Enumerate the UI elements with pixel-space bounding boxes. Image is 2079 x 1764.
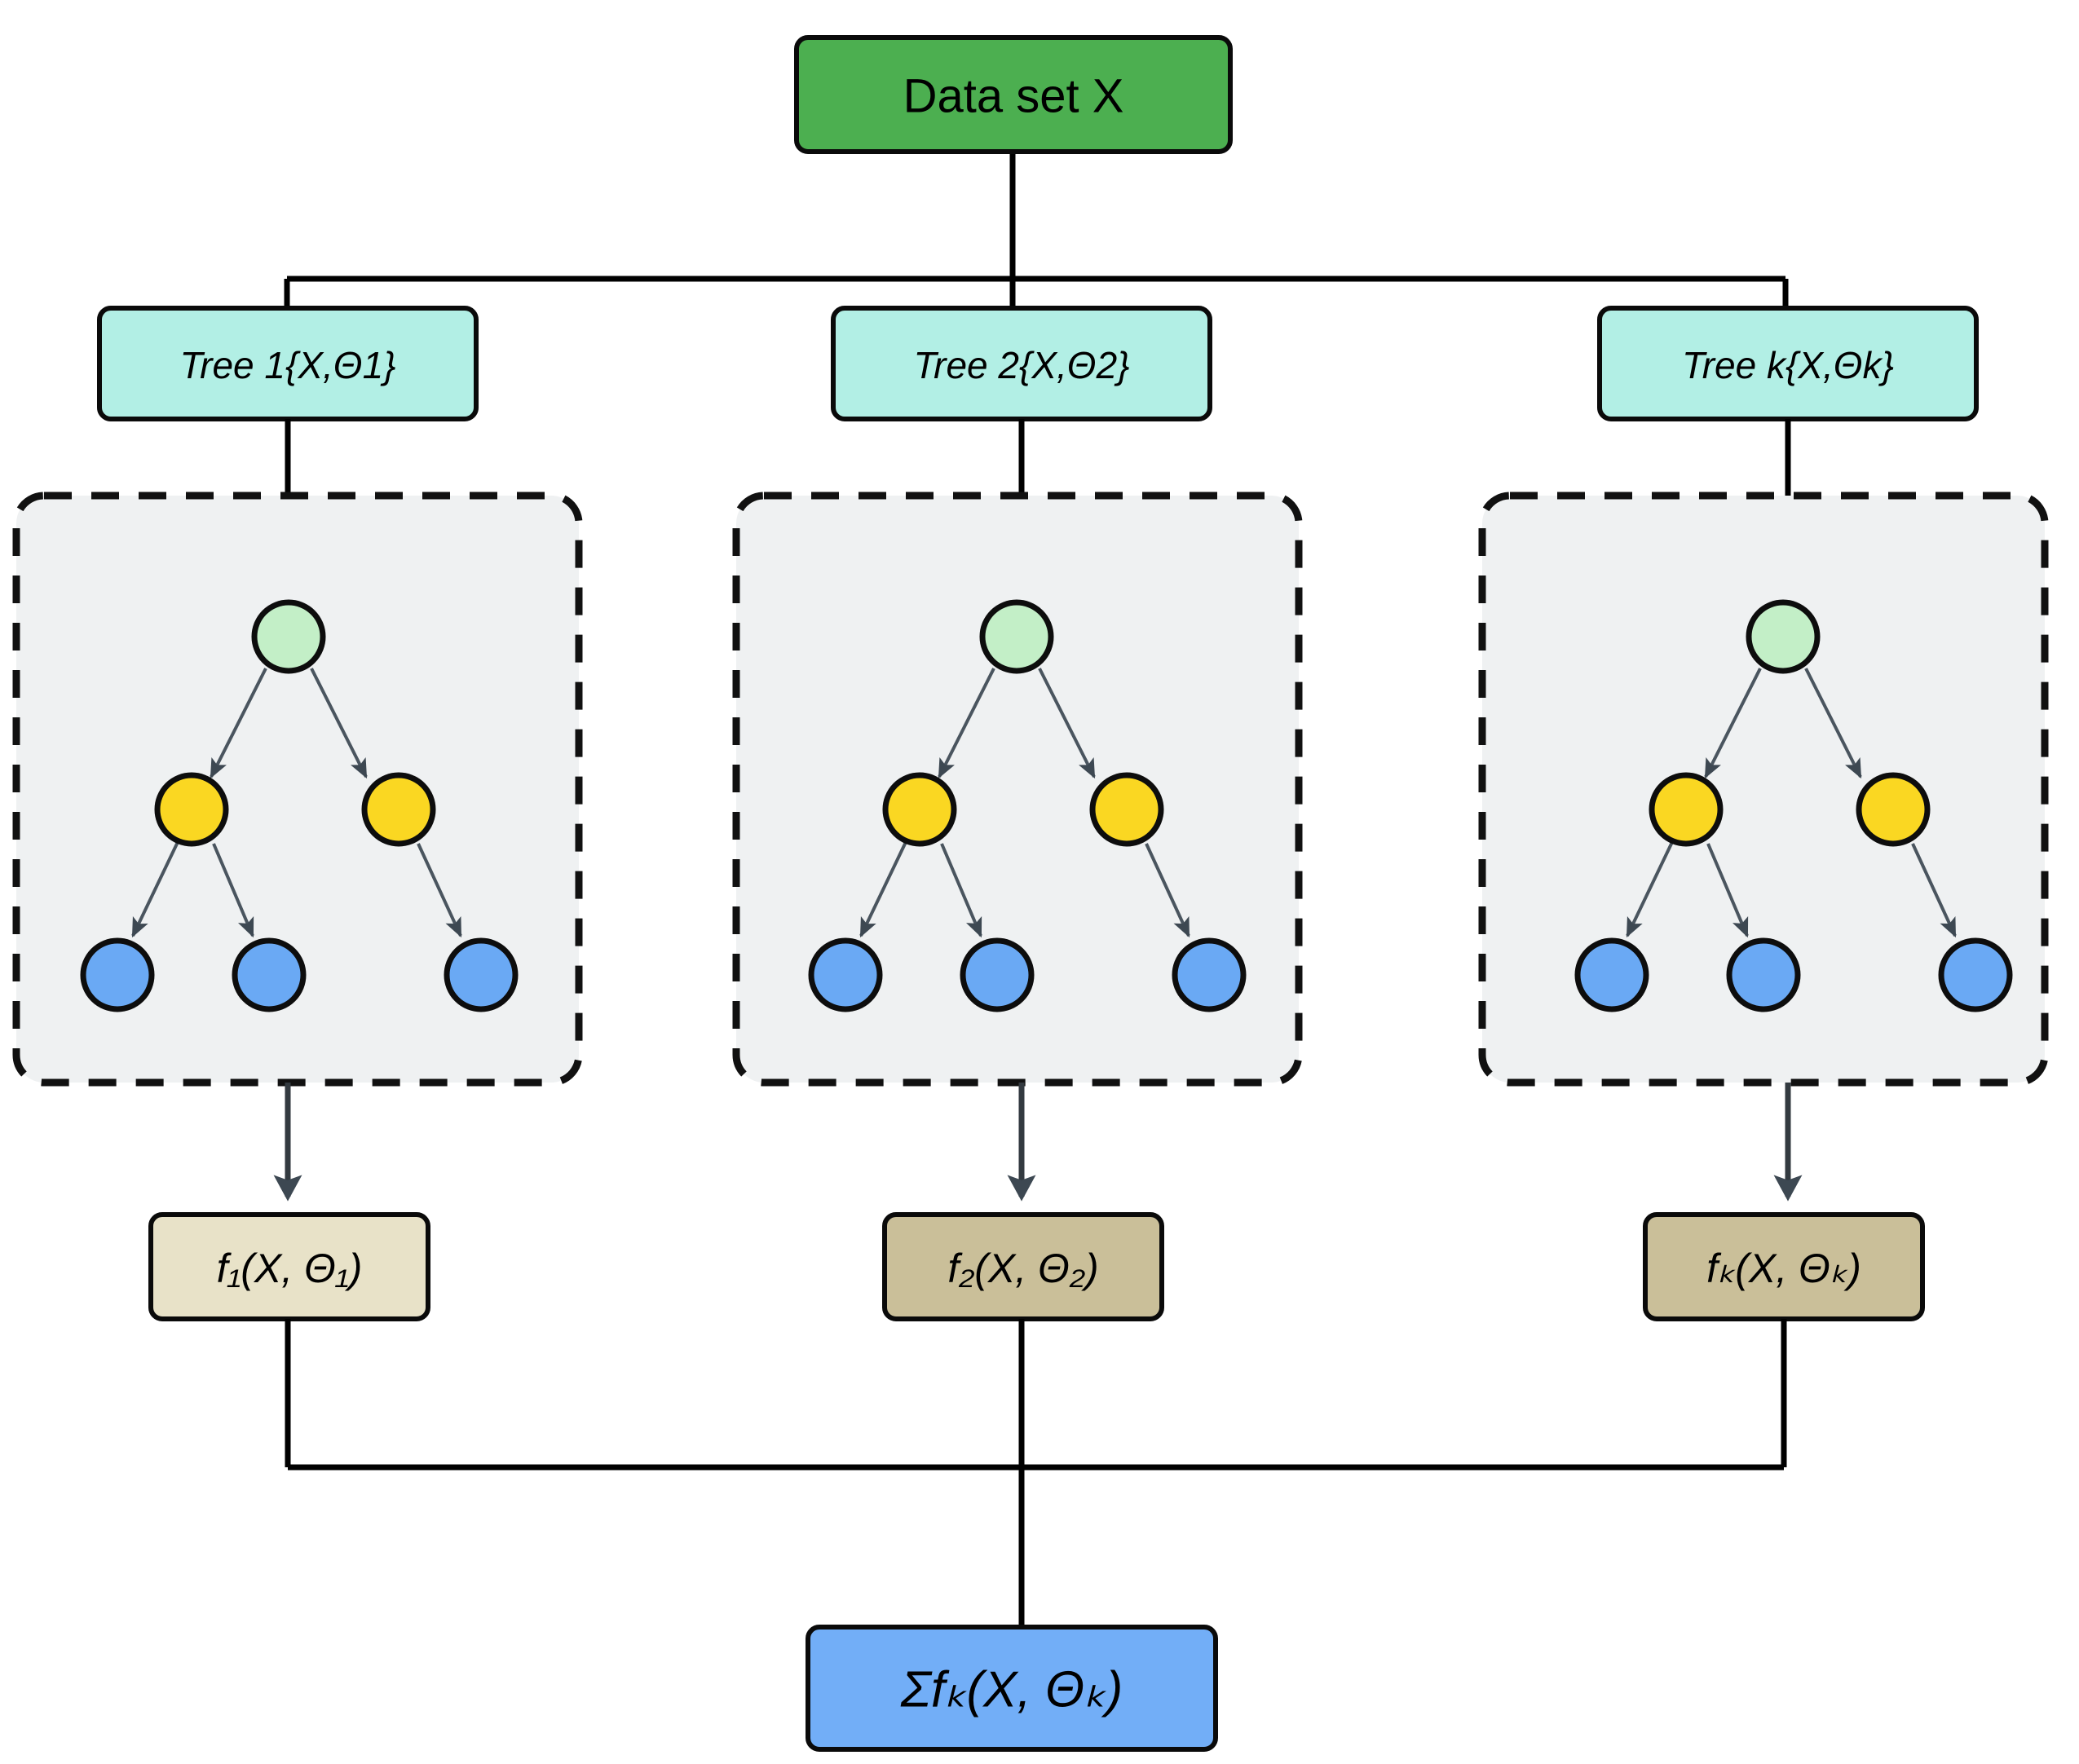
tree-2-edge-left-a <box>859 841 907 938</box>
tree-k-edge-root-left <box>1704 668 1762 779</box>
tree-k-label: Tree k{X,Θk} <box>1682 344 1894 386</box>
tree-2-internal-node-left[interactable] <box>882 772 957 847</box>
tree-1-label: Tree 1{X,Θ1} <box>179 344 395 386</box>
dataset-label: Data set X <box>903 70 1124 123</box>
tree-k-internal-node-left[interactable] <box>1649 772 1724 847</box>
tree-k-edge-root-right <box>1804 668 1862 779</box>
tree-1-internal-node-left[interactable] <box>154 772 229 847</box>
tree-k-leaf-node-2[interactable] <box>1726 937 1801 1012</box>
tree-2-dashed-panel <box>732 492 1303 1087</box>
aggregate-label: Σfₖ(X, Θₖ) <box>900 1662 1123 1718</box>
tree-1-internal-node-right[interactable] <box>361 772 436 847</box>
tree-structure-panel-1 <box>12 492 583 1087</box>
aggregate-box[interactable] <box>806 1625 1218 1752</box>
tree-1-leaf-node-1[interactable] <box>80 937 155 1012</box>
tree-2-internal-node-right[interactable] <box>1089 772 1164 847</box>
tree-2-edge-root-right <box>1038 668 1096 779</box>
tree-1-edges <box>131 668 462 938</box>
tree-2-edges <box>859 668 1190 938</box>
tree-2-leaf-node-2[interactable] <box>960 937 1035 1012</box>
fk-label: fₖ(X, Θₖ) <box>1706 1246 1861 1291</box>
tree-1-label-node[interactable]: Tree 1{X,Θ1} <box>97 306 479 421</box>
output-fk-node[interactable]: fₖ(X, Θₖ) <box>1643 1212 1925 1321</box>
tree-2-edge-right-a <box>1145 843 1190 938</box>
tree-structure-panel-2 <box>732 492 1303 1087</box>
tree-1-edge-left-b <box>212 843 254 938</box>
tree-k-leaf-node-1[interactable] <box>1574 937 1649 1012</box>
tree-2-edge-root-left <box>938 668 995 779</box>
tree-1-edge-left-a <box>131 841 179 938</box>
panel-to-output-connectors <box>273 1083 1803 1202</box>
tree-k-internal-node-right[interactable] <box>1856 772 1931 847</box>
tree-1-root-node[interactable] <box>251 599 326 674</box>
tree-2-leaf-node-3[interactable] <box>1172 937 1247 1012</box>
tree-k-edge-right-a <box>1911 843 1957 938</box>
tree-1-edge-right-a <box>417 843 462 938</box>
tree-1-dashed-panel <box>12 492 583 1087</box>
bottom-connector-group <box>285 1319 1787 1627</box>
tree-k-root-node[interactable] <box>1746 599 1821 674</box>
tree-1-leaf-node-2[interactable] <box>232 937 307 1012</box>
tree-1-edge-root-right <box>310 668 368 779</box>
tree-k-edges <box>1626 668 1957 938</box>
top-connector-group <box>284 152 1789 308</box>
tree-2-label: Tree 2{X,Θ2} <box>913 344 1129 386</box>
tree-2-root-node[interactable] <box>979 599 1054 674</box>
tree-2-edge-left-b <box>940 843 982 938</box>
dataset-box[interactable] <box>794 35 1233 154</box>
tree-k-dashed-panel <box>1478 492 2049 1087</box>
tree-k-edge-left-a <box>1626 841 1674 938</box>
dataset-node[interactable]: Data set X <box>794 35 1233 154</box>
f2-label: f₂(X, Θ₂) <box>947 1246 1098 1291</box>
aggregate-node[interactable]: Σfₖ(X, Θₖ) <box>806 1625 1218 1752</box>
tree-2-label-node[interactable]: Tree 2{X,Θ2} <box>831 306 1212 421</box>
tree-1-leaf-node-3[interactable] <box>444 937 519 1012</box>
output-f1-node[interactable]: f₁(X, Θ₁) <box>148 1212 430 1321</box>
tree-2-leaf-node-1[interactable] <box>808 937 883 1012</box>
label-to-panel-connectors <box>285 419 1791 496</box>
f1-label: f₁(X, Θ₁) <box>217 1246 363 1291</box>
tree-k-leaf-node-3[interactable] <box>1938 937 2013 1012</box>
tree-k-edge-left-b <box>1706 843 1749 938</box>
tree-k-label-node[interactable]: Tree k{X,Θk} <box>1597 306 1979 421</box>
tree-1-edge-root-left <box>210 668 267 779</box>
tree-structure-panel-k <box>1478 492 2049 1087</box>
output-f2-node[interactable]: f₂(X, Θ₂) <box>882 1212 1164 1321</box>
